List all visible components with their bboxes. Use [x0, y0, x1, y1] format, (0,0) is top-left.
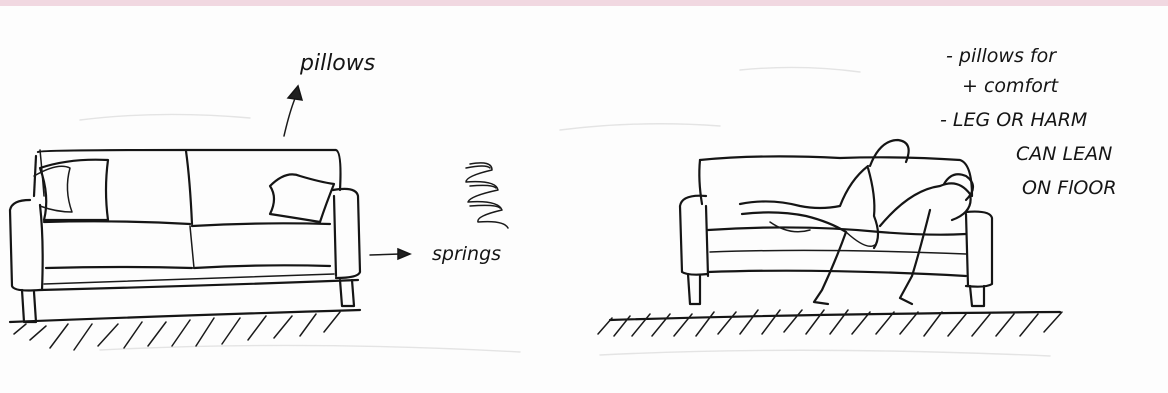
pillows-label: pillows: [299, 51, 375, 76]
pillows-arrow: [284, 86, 302, 136]
springs-arrow: [370, 249, 410, 259]
note-line-2: + comfort: [962, 75, 1060, 97]
note-line-1: - pillows for: [946, 45, 1057, 67]
note-line-4: CAN LEAN: [1016, 143, 1112, 165]
note-line-5: ON FlOOR: [1022, 177, 1117, 199]
springs-coil-icon: [466, 163, 508, 228]
springs-label: springs: [432, 243, 501, 265]
right-sofa-sketch: [598, 140, 1062, 336]
note-line-3: - LEG OR HARM: [940, 109, 1087, 131]
left-sofa-sketch: [10, 150, 360, 350]
